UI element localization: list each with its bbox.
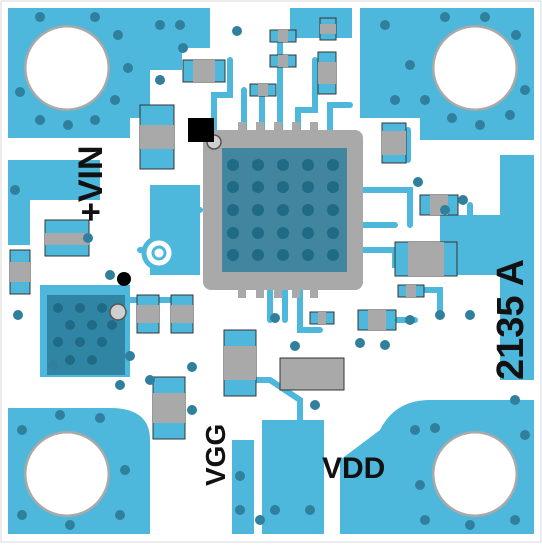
mounting-hole-br xyxy=(431,430,519,518)
stitching-vias xyxy=(10,12,530,530)
component-c17 xyxy=(170,294,194,334)
mounting-hole-bl xyxy=(23,430,111,518)
component-c2 xyxy=(182,59,226,83)
ic-pins xyxy=(238,122,318,298)
component-c1 xyxy=(139,104,175,170)
ic-package xyxy=(188,118,363,298)
trace-16 xyxy=(417,287,443,313)
component-c15 xyxy=(9,249,31,295)
pour-bottom-center xyxy=(262,420,324,534)
trace-7 xyxy=(357,187,413,228)
component-c10 xyxy=(394,241,458,277)
trace-5 xyxy=(295,57,318,133)
component-c9 xyxy=(419,194,459,216)
component-c6 xyxy=(319,17,337,41)
fiducial xyxy=(109,303,127,321)
mounting-hole-tl xyxy=(23,24,111,112)
mounting-holes xyxy=(20,21,522,521)
ic-vias xyxy=(227,159,339,261)
smd-components xyxy=(9,17,459,440)
component-c11 xyxy=(397,284,425,298)
component-c14 xyxy=(44,219,90,257)
label-vdd: VDD xyxy=(322,452,386,485)
component-c7 xyxy=(317,51,337,95)
trace-14 xyxy=(162,207,203,228)
trace-6 xyxy=(327,102,353,133)
component-c18 xyxy=(223,329,257,397)
component-c12 xyxy=(309,311,335,325)
component-c16 xyxy=(136,294,160,334)
component-c19 xyxy=(279,357,345,391)
pour-left-mid xyxy=(8,160,100,245)
pin1-corner-mark xyxy=(188,118,214,142)
component-c8 xyxy=(381,122,407,164)
trace-1 xyxy=(211,57,233,133)
pour-right-band xyxy=(500,155,534,380)
component-c5 xyxy=(249,83,277,97)
component-c13 xyxy=(357,309,397,331)
component-c20 xyxy=(152,376,186,440)
mounting-hole-tr xyxy=(431,24,519,112)
component-c4 xyxy=(269,54,297,68)
rf-via xyxy=(141,235,177,271)
polarity-dot xyxy=(117,272,131,286)
trace-10 xyxy=(297,287,323,333)
label-part-number: 2135 A xyxy=(490,258,532,380)
component-c3 xyxy=(269,29,297,43)
pour-vgg-stub xyxy=(232,440,254,534)
label-vin: +VIN xyxy=(72,145,110,222)
label-vgg: VGG xyxy=(200,423,231,486)
